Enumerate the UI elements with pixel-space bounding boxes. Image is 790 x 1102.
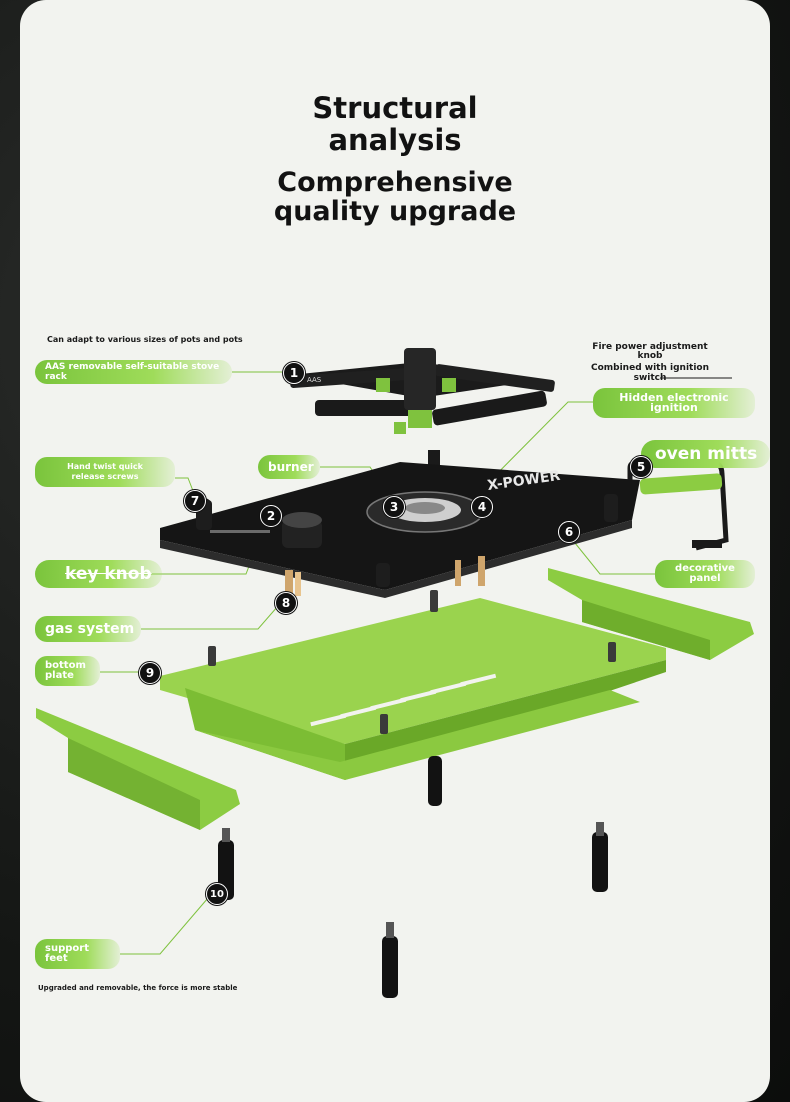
badge-8: 8	[275, 592, 297, 614]
label-stove-rack: AAS removable self-suitable stove rack	[35, 360, 232, 384]
label-quick-release-screws: Hand twist quick release screws	[35, 457, 175, 487]
label-hidden-ignition: Hidden electronic ignition	[593, 388, 755, 418]
badge-3: 3	[383, 496, 405, 518]
badge-9: 9	[139, 662, 161, 684]
label-key-knob: key knob	[35, 560, 162, 588]
bottom-plate	[160, 590, 666, 780]
note-fire-power: Fire power adjustment knob Combined with…	[590, 342, 710, 383]
note-pot-sizes: Can adapt to various sizes of pots and p…	[47, 335, 243, 344]
label-support-feet: support feet	[35, 939, 120, 969]
badge-7: 7	[184, 490, 206, 512]
badge-10: 10	[206, 883, 228, 905]
page-subtitle: Comprehensive quality upgrade	[273, 167, 517, 227]
support-feet	[218, 756, 608, 998]
stove-rack: AAS	[289, 348, 555, 434]
page-title: Structural analysis	[312, 91, 478, 157]
product-card: Structural analysis Comprehensive qualit…	[20, 0, 770, 1102]
label-decorative-panel: decorative panel	[655, 560, 755, 588]
note-feet-stable: Upgraded and removable, the force is mor…	[38, 984, 238, 992]
badge-4: 4	[471, 496, 493, 518]
label-burner: burner	[258, 455, 320, 479]
badge-5: 5	[630, 456, 652, 478]
badge-6: 6	[558, 521, 580, 543]
stove-exploded-illustration: AAS X-POWER	[36, 348, 754, 998]
label-oven-mitts: oven mitts	[641, 440, 770, 468]
svg-text:AAS: AAS	[307, 376, 322, 384]
label-bottom-plate: bottom plate	[35, 656, 100, 686]
badge-1: 1	[283, 362, 305, 384]
label-gas-system: gas system	[35, 616, 141, 642]
badge-2: 2	[260, 505, 282, 527]
